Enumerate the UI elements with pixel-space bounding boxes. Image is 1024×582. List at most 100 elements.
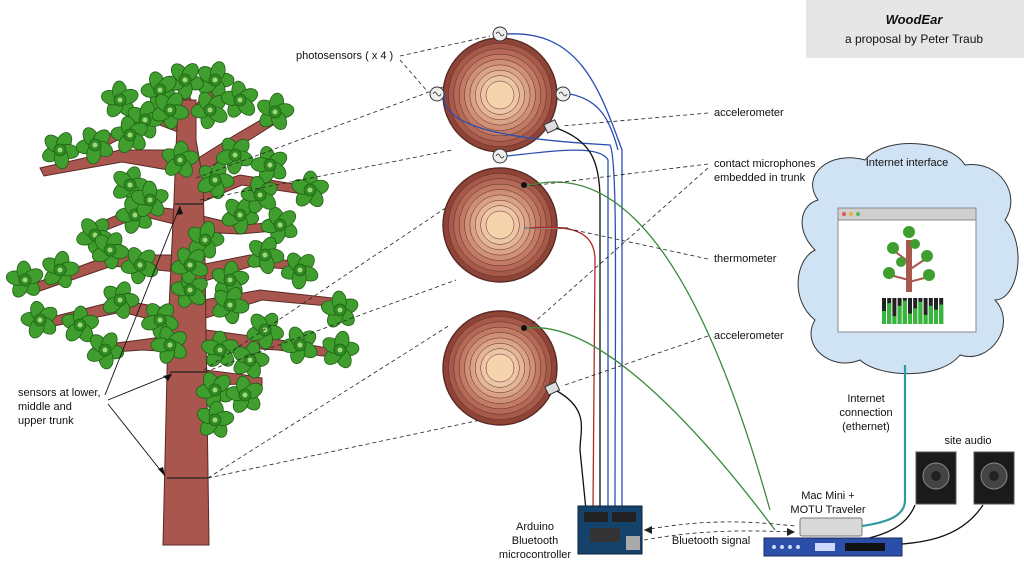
leaf-cluster — [221, 197, 259, 235]
arduino-label-2: Bluetooth — [512, 535, 558, 547]
meter-column — [923, 298, 928, 324]
trunk-sensors-callout: sensors at lower, middle and upper trunk — [18, 205, 183, 477]
meter-column — [928, 298, 933, 324]
leaf-cluster — [151, 92, 190, 130]
leaf-cluster — [320, 290, 359, 328]
tree-leaves — [5, 61, 360, 438]
photosensor-top — [492, 26, 508, 42]
bluetooth-link: Bluetooth signal — [643, 521, 796, 547]
mac-label-2: MOTU Traveler — [790, 504, 866, 516]
leaf-cluster — [201, 330, 239, 367]
leaf-cluster — [141, 303, 179, 340]
leaf-cluster — [102, 281, 140, 319]
photosensors-label: photosensors ( x 4 ) — [296, 50, 393, 62]
arduino-board: Arduino Bluetooth microcontroller — [499, 505, 643, 561]
photosensor-right — [555, 86, 571, 102]
leaf-cluster — [322, 330, 360, 369]
sensors-label-1: sensors at lower, — [18, 387, 101, 399]
level-meters — [882, 298, 944, 324]
meter-column — [918, 298, 923, 324]
arduino-label-1: Arduino — [516, 521, 554, 533]
internet-connection-label-2: connection — [839, 407, 892, 419]
diagram-title: WoodEar — [886, 12, 944, 27]
photosensor-bottom — [492, 148, 508, 164]
mac-mini-motu: Mac Mini + MOTU Traveler — [763, 490, 903, 557]
contact-mics-label-2: embedded in trunk — [714, 172, 806, 184]
mini-tree-icon — [883, 226, 935, 292]
leaf-cluster — [190, 91, 228, 130]
ethernet-cable — [861, 365, 907, 528]
mac-label-1: Mac Mini + — [801, 490, 855, 502]
meter-column — [892, 298, 897, 324]
sensors-label-2: middle and — [18, 401, 72, 413]
leaf-cluster — [101, 80, 139, 118]
leaf-cluster — [232, 341, 270, 379]
leaf-cluster — [197, 400, 235, 438]
internet-connection-label-1: Internet — [847, 393, 884, 405]
leaf-cluster — [257, 92, 295, 130]
meter-column — [887, 298, 892, 324]
accelerometer-bottom-label: accelerometer — [714, 330, 784, 342]
leaf-cluster — [280, 326, 318, 364]
leaf-cluster — [195, 372, 233, 410]
accelerometer-chip-bottom — [544, 381, 561, 396]
leaf-cluster — [225, 375, 263, 413]
leaf-cluster — [110, 115, 148, 154]
cross-section-top — [442, 37, 558, 153]
leaf-cluster — [291, 170, 329, 208]
meter-column — [908, 298, 912, 324]
trunk-to-section-leaders — [195, 84, 491, 479]
internet-interface-label: Internet interface — [866, 157, 949, 169]
speaker-right — [973, 451, 1015, 505]
cross-section-bottom — [442, 310, 558, 426]
leaf-cluster — [5, 260, 44, 298]
leaf-cluster — [61, 305, 99, 343]
bluetooth-signal-label: Bluetooth signal — [672, 535, 750, 547]
meter-column — [934, 298, 938, 324]
browser-window — [837, 207, 977, 333]
leaf-cluster — [212, 286, 250, 325]
leaf-cluster — [75, 127, 113, 165]
leaf-cluster — [247, 236, 285, 275]
leaf-cluster — [187, 221, 225, 259]
diagram-subtitle: a proposal by Peter Traub — [845, 32, 983, 46]
internet-cloud: Internet interface — [797, 143, 1019, 375]
leaf-cluster — [42, 250, 80, 289]
leaf-cluster — [198, 61, 235, 99]
leaf-cluster — [20, 301, 58, 339]
leaf-cluster — [150, 326, 187, 364]
mac-mini-box — [799, 517, 863, 537]
leaf-cluster — [220, 80, 259, 118]
title-box: WoodEar a proposal by Peter Traub — [806, 0, 1024, 58]
speaker-left — [915, 451, 957, 505]
leaf-cluster — [161, 140, 200, 178]
leaf-cluster — [86, 332, 125, 370]
leaf-cluster — [216, 137, 254, 175]
leaf-cluster — [131, 180, 169, 218]
leaf-cluster — [280, 252, 319, 290]
site-audio-speakers: site audio — [915, 435, 1015, 505]
leaf-cluster — [113, 166, 150, 204]
thermometer-label: thermometer — [714, 253, 777, 265]
leaf-cluster — [170, 247, 209, 285]
trunk-cross-sections — [442, 37, 568, 426]
section-labels: photosensors ( x 4 ) accelerometer conta… — [296, 35, 816, 387]
contact-mics-label-1: contact microphones — [714, 158, 816, 170]
tree-illustration — [5, 61, 360, 546]
photosensors — [429, 26, 571, 164]
contact-microphone-dot — [521, 325, 527, 331]
internet-connection-label-3: (ethernet) — [842, 421, 890, 433]
meter-column — [897, 298, 902, 324]
leaf-cluster — [250, 146, 288, 184]
accelerometer-top-label: accelerometer — [714, 107, 784, 119]
meter-column — [902, 298, 907, 324]
leaf-cluster — [246, 312, 284, 350]
meter-column — [882, 298, 886, 324]
leaf-cluster — [92, 232, 130, 270]
site-audio-label: site audio — [944, 435, 991, 447]
leaf-cluster — [240, 175, 278, 214]
photosensor-left — [429, 86, 445, 102]
contact-microphone-dot — [521, 182, 527, 188]
arduino-label-3: microcontroller — [499, 549, 571, 561]
